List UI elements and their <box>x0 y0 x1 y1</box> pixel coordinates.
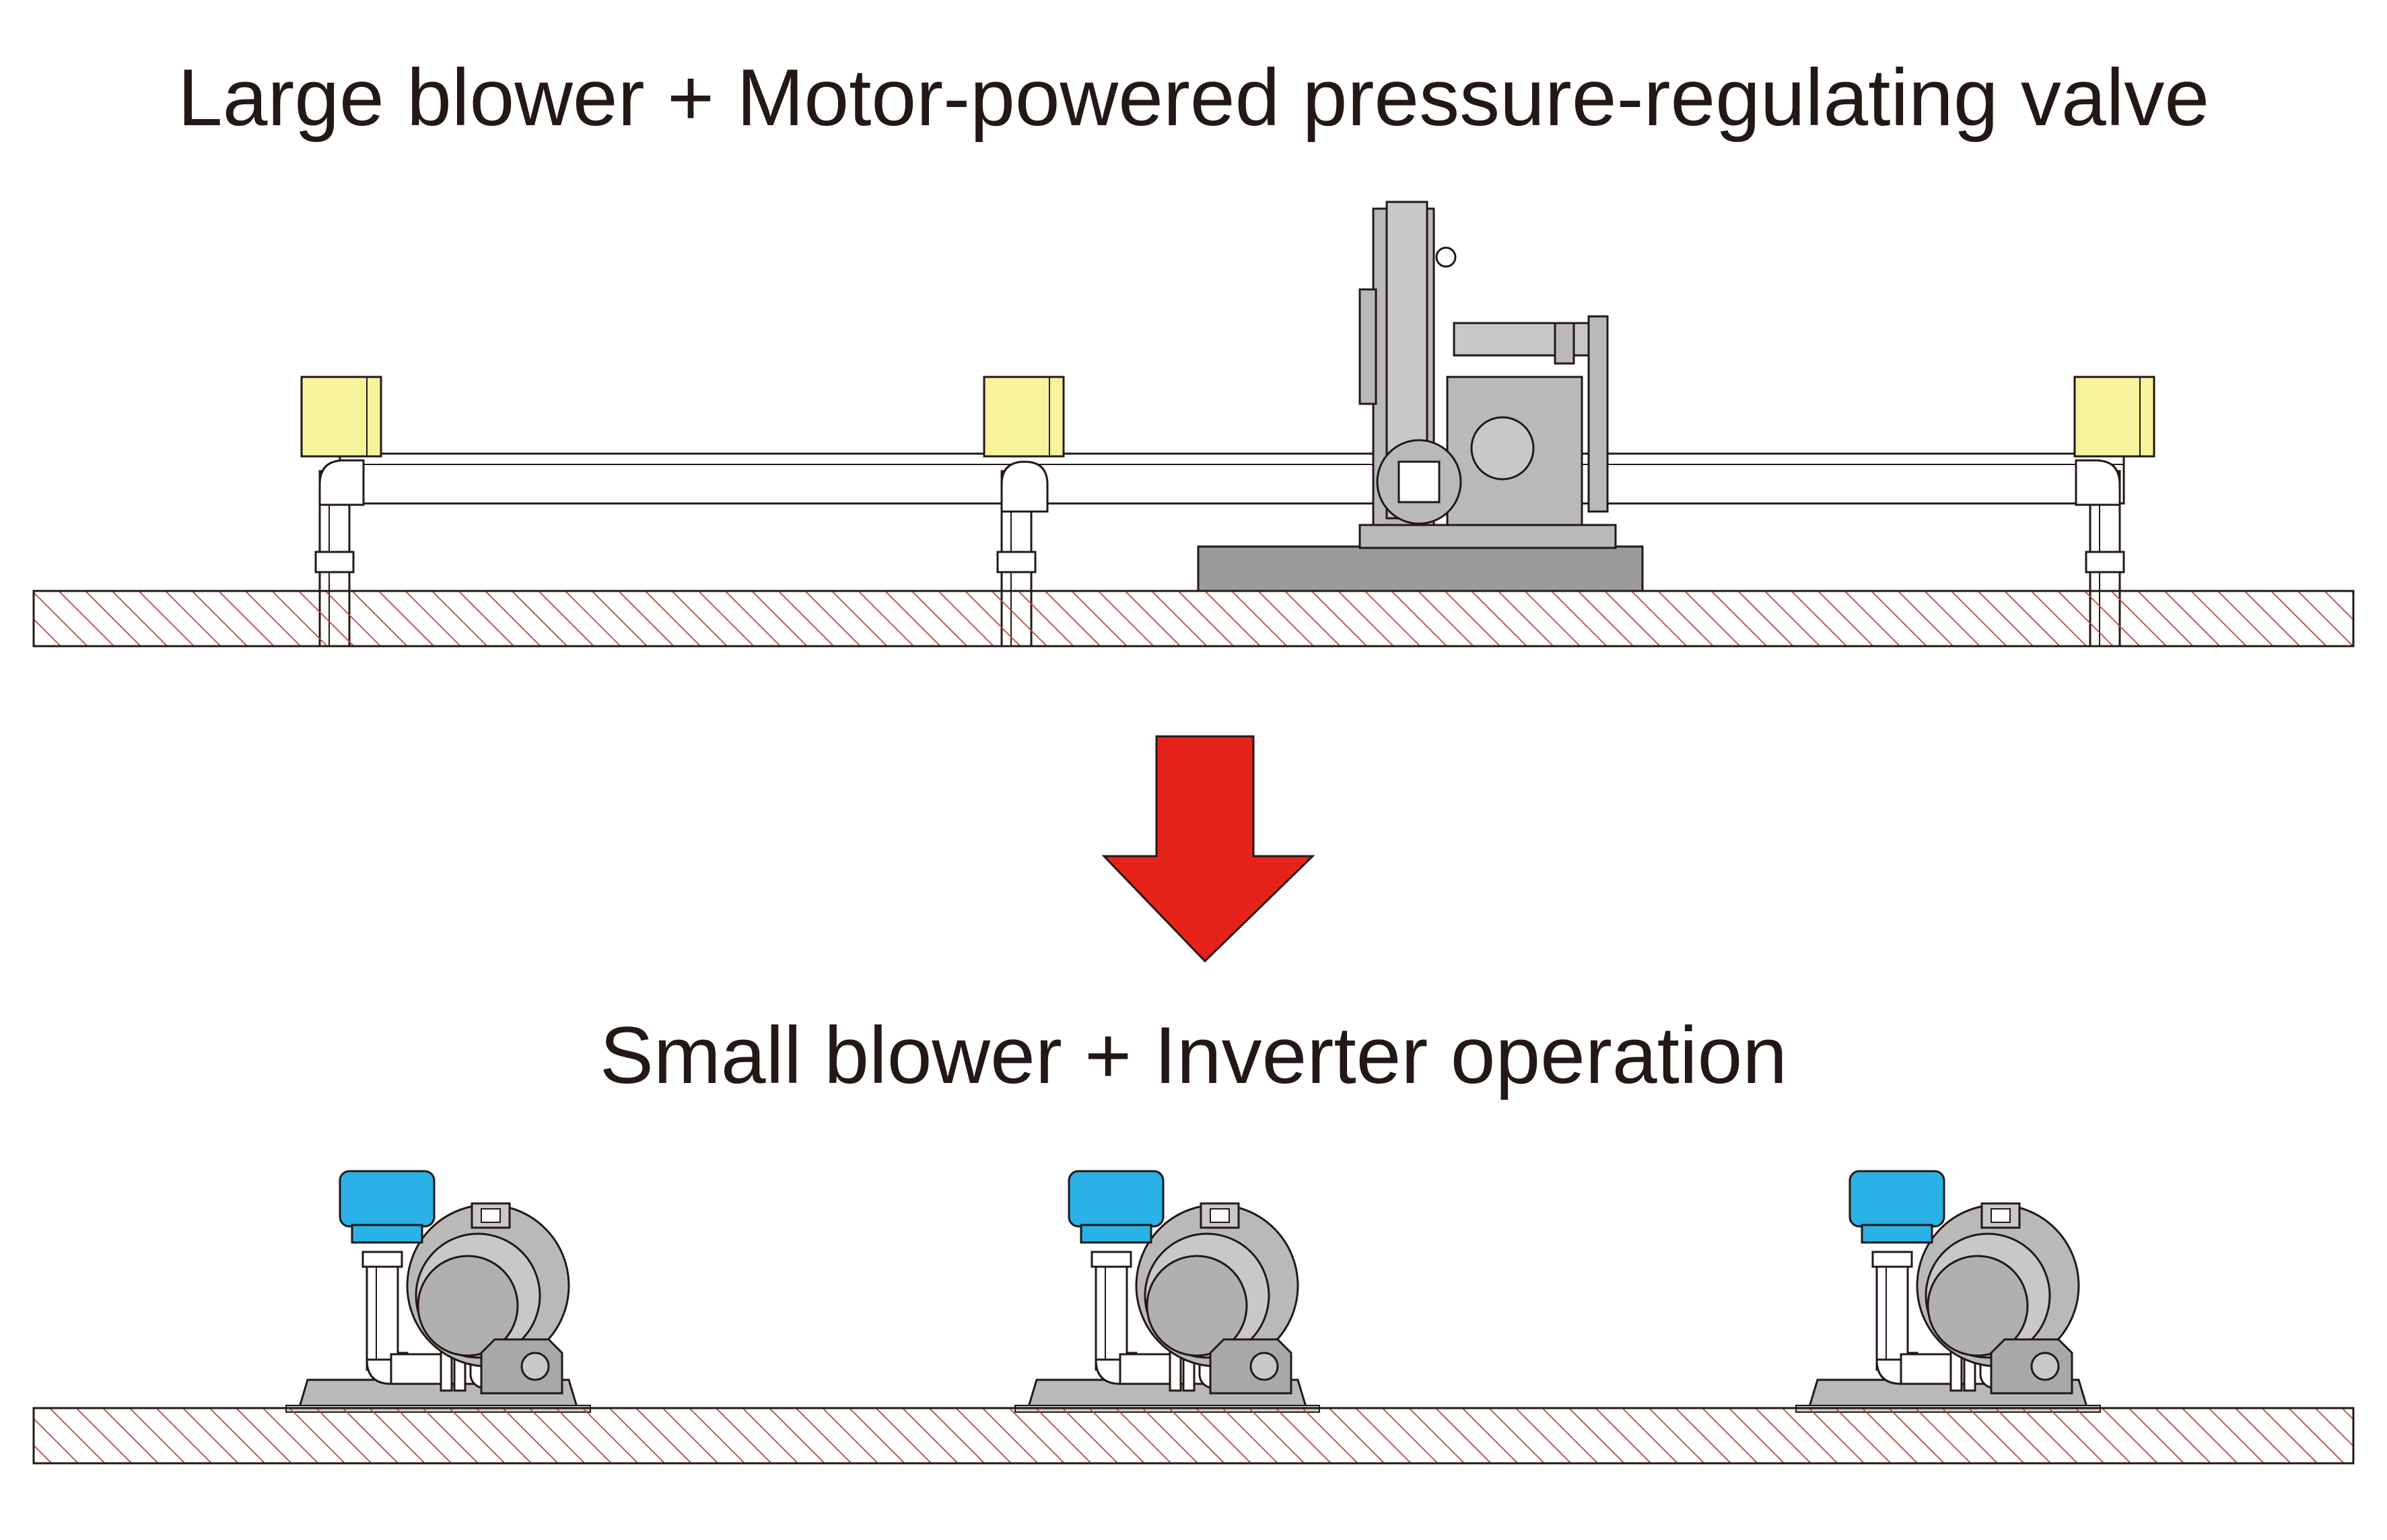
main-pipe <box>339 452 2125 505</box>
motor-valve-2 <box>983 376 1065 458</box>
after-scene <box>32 1170 2355 1465</box>
before-title: Large blower + Motor-powered pressure-re… <box>177 53 2210 143</box>
small-blower-1 <box>285 1170 592 1413</box>
after-title: Small blower + Inverter operation <box>599 1010 1788 1100</box>
small-blower-3 <box>1795 1170 2102 1413</box>
motor-valve-1 <box>300 376 382 458</box>
arrow-down-icon <box>1101 735 1315 963</box>
large-blower <box>1197 201 1644 592</box>
small-blower-2 <box>1014 1170 1321 1413</box>
floor-top <box>32 590 2355 648</box>
floor-bottom <box>32 1407 2355 1465</box>
before-scene <box>32 201 2355 648</box>
motor-valve-3 <box>2073 376 2155 458</box>
